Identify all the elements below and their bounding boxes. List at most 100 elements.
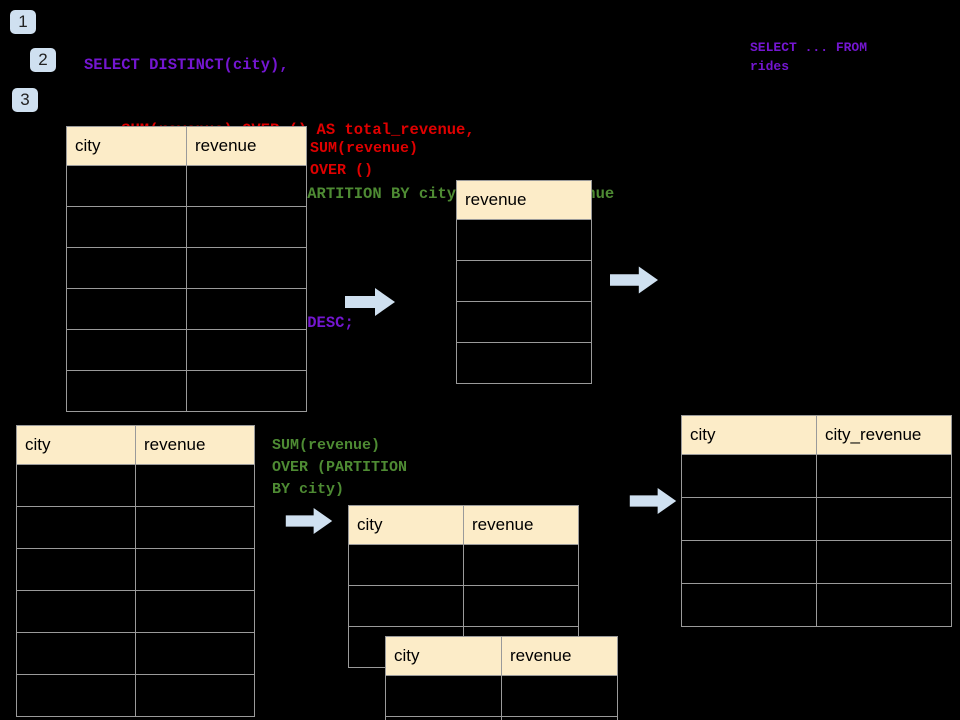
step-badge-2: 2 (30, 48, 56, 72)
table-cell (456, 260, 592, 302)
table-row (456, 260, 592, 302)
table-row (66, 370, 307, 412)
annotation-select-from: SELECT ... FROM rides (750, 40, 868, 74)
table-cell (816, 583, 952, 627)
table-cell (66, 329, 187, 371)
arrow-right-icon-3 (285, 508, 333, 534)
table-cell (135, 464, 255, 507)
table-cell (135, 590, 255, 633)
table-row (348, 544, 579, 586)
table-cell (16, 506, 136, 549)
table-row (348, 585, 579, 627)
table-cell (66, 247, 187, 289)
table-row (385, 675, 618, 717)
table-cell (681, 583, 817, 627)
table-row (16, 464, 255, 507)
table-row (66, 206, 307, 248)
column-header-revenue: revenue (463, 505, 579, 545)
table-cell (385, 716, 502, 720)
annotation-sum-over-empty: SUM(revenue) OVER () (310, 140, 419, 179)
step-badge-3: 3 (12, 88, 38, 112)
table-row (16, 590, 255, 633)
column-header-revenue: revenue (501, 636, 618, 676)
column-header-revenue: revenue (456, 180, 592, 220)
table-cell (16, 590, 136, 633)
table-body (681, 454, 952, 627)
table-row (16, 548, 255, 591)
table-row (66, 165, 307, 207)
table-row (66, 247, 307, 289)
table-cell (135, 632, 255, 675)
column-header-city: city (348, 505, 464, 545)
table-source-top: city revenue (66, 126, 307, 412)
table-cell (348, 544, 464, 586)
arrow-right-icon-4 (629, 488, 677, 514)
table-body (16, 464, 255, 717)
arrow-right-icon-2 (610, 266, 658, 294)
annotation-sum-over-partition: SUM(revenue) OVER (PARTITION BY city) (272, 437, 408, 498)
table-row (681, 454, 952, 498)
table-cell (385, 675, 502, 717)
table-row (16, 674, 255, 717)
column-header-city: city (681, 415, 817, 455)
table-header-row: revenue (456, 180, 592, 220)
table-cell (501, 716, 618, 720)
table-source-bottom: city revenue (16, 425, 255, 717)
table-row (681, 583, 952, 627)
table-cell (816, 454, 952, 498)
table-header-row: city city_revenue (681, 415, 952, 455)
table-cell (135, 548, 255, 591)
table-partition-front: city revenue (385, 636, 618, 720)
table-row (16, 632, 255, 675)
column-header-city: city (385, 636, 502, 676)
table-cell (186, 329, 307, 371)
table-cell (816, 497, 952, 541)
table-body (385, 675, 618, 720)
table-cell (66, 288, 187, 330)
table-revenue-only: revenue (456, 180, 592, 384)
table-body (456, 219, 592, 384)
column-header-city: city (66, 126, 187, 166)
table-header-row: city revenue (16, 425, 255, 465)
table-cell (135, 506, 255, 549)
sql-line-1: SELECT DISTINCT(city), (84, 56, 289, 74)
table-row (456, 342, 592, 384)
table-cell (66, 206, 187, 248)
table-cell (16, 632, 136, 675)
table-header-row: city revenue (348, 505, 579, 545)
arrow-right-icon-1 (345, 288, 395, 316)
table-row (456, 301, 592, 343)
table-cell (16, 548, 136, 591)
table-cell (135, 674, 255, 717)
table-cell (816, 540, 952, 584)
table-cell (186, 206, 307, 248)
table-cell (186, 165, 307, 207)
table-cell (681, 497, 817, 541)
column-header-revenue: revenue (135, 425, 255, 465)
table-cell (463, 544, 579, 586)
table-cell (463, 585, 579, 627)
table-cell (66, 165, 187, 207)
table-header-row: city revenue (385, 636, 618, 676)
table-result: city city_revenue (681, 415, 952, 627)
table-row (681, 540, 952, 584)
column-header-city: city (16, 425, 136, 465)
step-badge-1: 1 (10, 10, 36, 34)
table-cell (456, 301, 592, 343)
table-cell (681, 454, 817, 498)
table-cell (456, 342, 592, 384)
table-cell (501, 675, 618, 717)
table-row (66, 288, 307, 330)
table-cell (681, 540, 817, 584)
table-cell (16, 674, 136, 717)
table-body (66, 165, 307, 412)
table-cell (186, 247, 307, 289)
table-cell (66, 370, 187, 412)
column-header-revenue: revenue (186, 126, 307, 166)
table-cell (348, 585, 464, 627)
table-row (385, 716, 618, 720)
table-row (16, 506, 255, 549)
table-row (66, 329, 307, 371)
table-partition-back: city revenue (348, 505, 579, 668)
